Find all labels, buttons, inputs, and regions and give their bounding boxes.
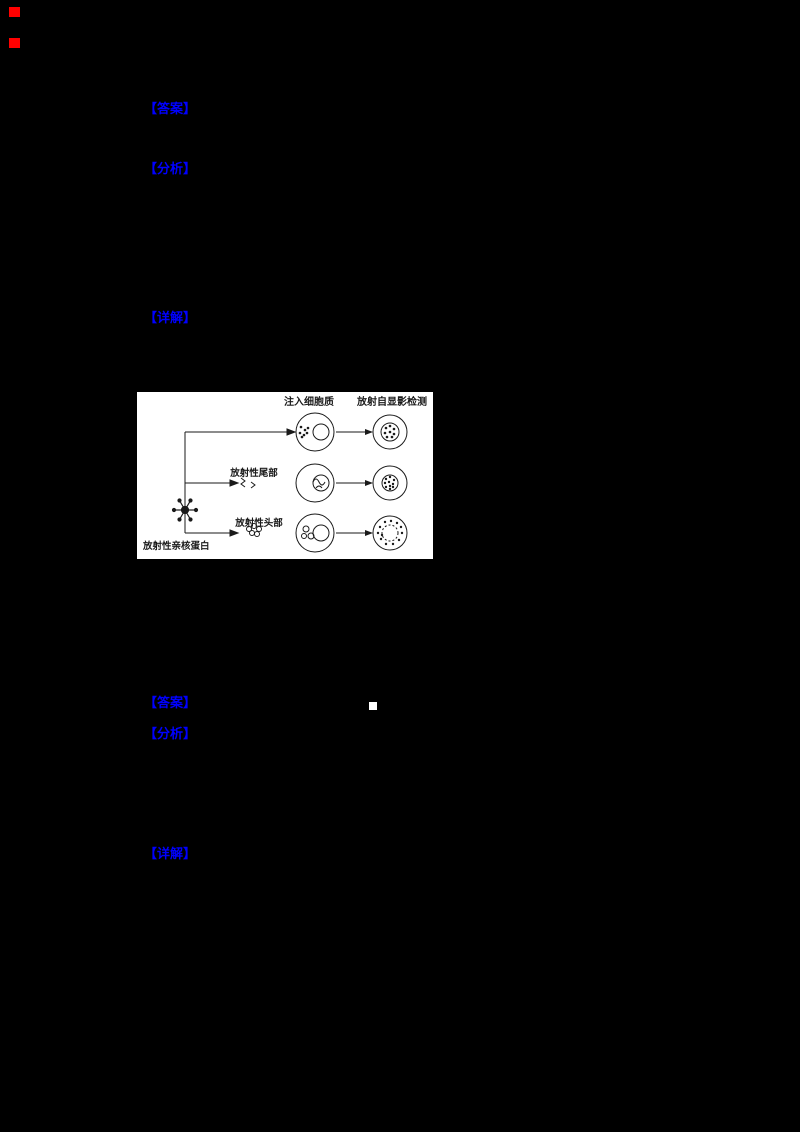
tail-fragments-icon bbox=[240, 477, 256, 489]
red-annotation-marker-2 bbox=[9, 38, 20, 48]
connector-lines bbox=[184, 428, 297, 537]
answer-label-q2: 【答案】 bbox=[144, 695, 197, 710]
figure-label-radioactive-head: 放射性头部 bbox=[234, 517, 283, 529]
figure-label-radioactive-tail: 放射性尾部 bbox=[229, 467, 278, 479]
analysis-label-q1: 【分析】 bbox=[144, 161, 197, 176]
detail-label-q1: 【详解】 bbox=[144, 310, 197, 325]
answer-label-q1: 【答案】 bbox=[144, 101, 197, 116]
cell-row3 bbox=[295, 513, 408, 553]
phage-experiment-diagram: 注入细胞质 放射自显影检测 bbox=[142, 395, 427, 553]
figure-label-autoradiography: 放射自显影检测 bbox=[356, 395, 427, 408]
white-square-marker bbox=[369, 702, 377, 710]
red-annotation-marker-1 bbox=[9, 7, 20, 17]
virus-particle-icon bbox=[171, 498, 199, 522]
cell-row2 bbox=[295, 463, 408, 503]
cell-row1 bbox=[295, 412, 408, 452]
detail-label-q2: 【详解】 bbox=[144, 846, 197, 861]
figure-label-inject-cytoplasm: 注入细胞质 bbox=[284, 395, 334, 408]
head-cluster-icon bbox=[246, 523, 262, 537]
analysis-label-q2: 【分析】 bbox=[144, 726, 197, 741]
figure-label-radioactive-protein: 放射性亲核蛋白 bbox=[142, 540, 210, 552]
experiment-figure: 注入细胞质 放射自显影检测 bbox=[137, 392, 433, 559]
